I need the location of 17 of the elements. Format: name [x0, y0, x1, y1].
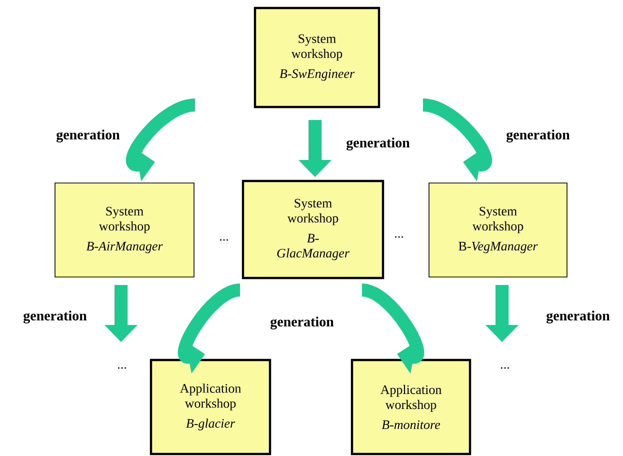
- workshop-box: System workshop B-VegManager: [428, 182, 568, 278]
- edge-label: generation: [270, 316, 334, 330]
- edge-label: generation: [56, 130, 120, 142]
- workshop-box: System workshop B-GlacManager: [242, 180, 384, 280]
- block-arrow: [360, 284, 424, 374]
- edge-label: generation: [346, 138, 410, 150]
- workshop-box: Application workshop B-monitore: [350, 358, 472, 456]
- edge-label: generation: [546, 310, 610, 324]
- edge-label: generation: [24, 310, 87, 324]
- workshop-box: Application workshop B-glacier: [150, 358, 272, 456]
- workshop-box: System workshop B-AirManager: [54, 182, 194, 278]
- ellipsis: ...: [220, 239, 228, 241]
- edge-label: generation: [506, 130, 570, 142]
- ellipsis: ...: [395, 236, 404, 238]
- ellipsis: ...: [501, 367, 510, 369]
- workshop-box: System workshop B-SwEngineer: [254, 6, 380, 108]
- ellipsis: ...: [118, 367, 126, 369]
